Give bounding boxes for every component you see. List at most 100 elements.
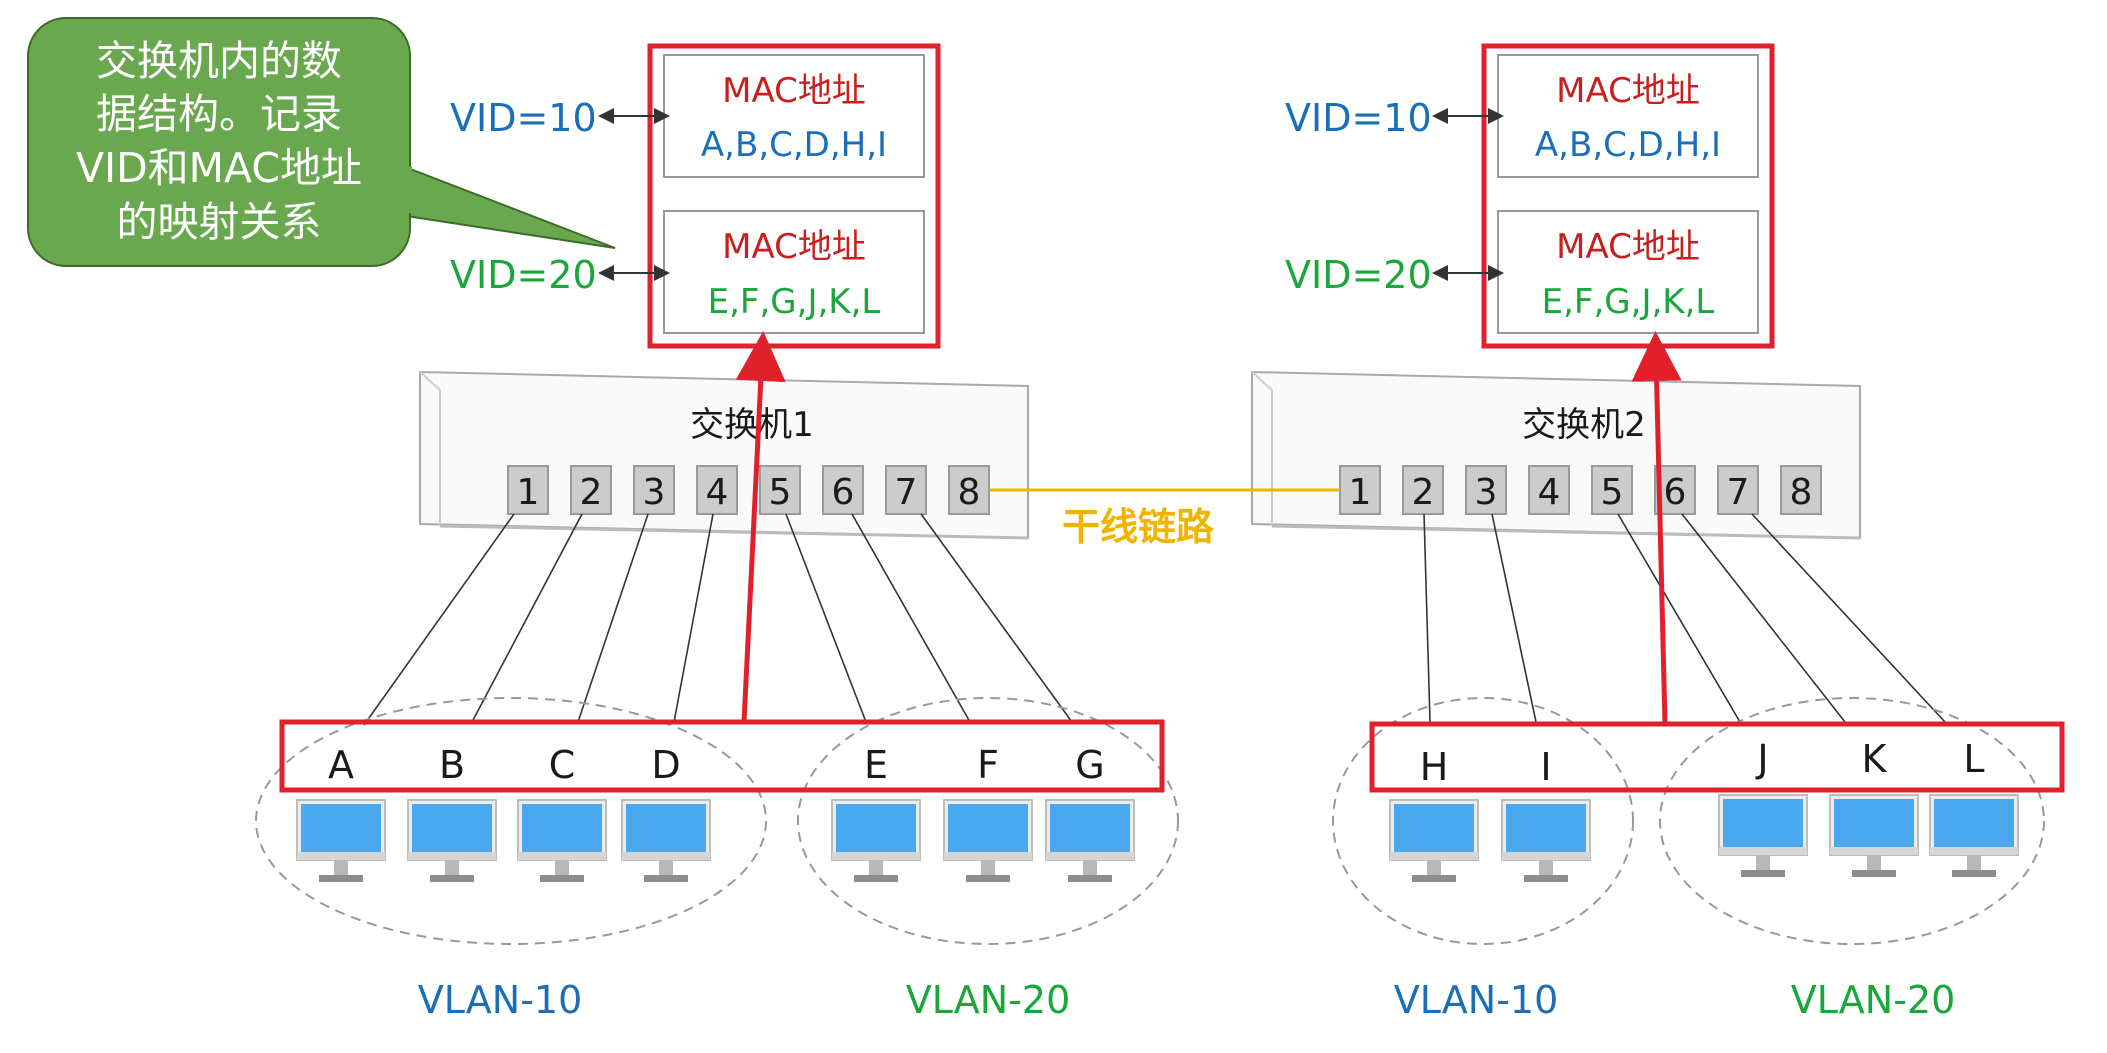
monitor-icon-h xyxy=(1389,799,1479,882)
monitor-icon-l xyxy=(1929,794,2019,877)
callout-line-2: 据结构。记录 xyxy=(96,90,342,138)
svg-text:8: 8 xyxy=(958,472,981,513)
svg-text:3: 3 xyxy=(1475,472,1498,513)
vid-label-2-1: VID=10 xyxy=(1285,96,1432,140)
svg-text:1: 1 xyxy=(1349,472,1372,513)
mac-header-1-2: MAC地址 xyxy=(722,227,866,267)
monitor-icon-b xyxy=(407,799,497,882)
switch-2-name: 交换机2 xyxy=(1522,405,1646,445)
host-label-d: D xyxy=(651,743,680,787)
switch-1-port-6: 6 xyxy=(822,465,864,515)
switch-2-port-7: 7 xyxy=(1717,465,1759,515)
switch-1-port-7: 7 xyxy=(885,465,927,515)
host-label-j: J xyxy=(1755,737,1768,781)
vlan-20-group-left xyxy=(797,697,1179,945)
switch-2-port-3: 3 xyxy=(1465,465,1507,515)
svg-text:2: 2 xyxy=(580,472,603,513)
trunk-label: 干线链路 xyxy=(1062,505,1215,549)
vlan-label-4: VLAN-20 xyxy=(1791,978,1956,1022)
mac-table-1: MAC地址 A,B,C,D,H,I MAC地址 E,F,G,J,K,L VID=… xyxy=(450,43,941,349)
host-labels: A B C D E F G H I J K L xyxy=(328,737,1985,789)
vlan-10-group-left xyxy=(255,697,767,945)
vlan-groups xyxy=(255,697,2045,945)
vlan-labels: VLAN-10 VLAN-20 VLAN-10 VLAN-20 xyxy=(418,978,1956,1022)
host-label-h: H xyxy=(1420,745,1449,789)
monitor-icon-d xyxy=(621,799,711,882)
mac-header-2-1: MAC地址 xyxy=(1556,71,1700,111)
trunk-link: 干线链路 xyxy=(989,488,1340,549)
monitor-icon-a xyxy=(296,799,386,882)
svg-text:1: 1 xyxy=(517,472,540,513)
vid-label-2-2: VID=20 xyxy=(1285,253,1432,297)
vlan-label-2: VLAN-20 xyxy=(906,978,1071,1022)
callout-bubble: 交换机内的数 据结构。记录 VID和MAC地址 的映射关系 xyxy=(27,17,616,267)
svg-text:4: 4 xyxy=(706,472,729,513)
host-label-g: G xyxy=(1075,743,1104,787)
switch-1: 交换机1 1 2 3 4 5 6 7 8 xyxy=(419,370,1029,540)
svg-text:7: 7 xyxy=(1727,472,1750,513)
monitor-icon-j xyxy=(1718,794,1808,877)
host-row-highlight-right xyxy=(1369,721,2065,793)
mac-header-1-1: MAC地址 xyxy=(722,71,866,111)
mac-table-2: MAC地址 A,B,C,D,H,I MAC地址 E,F,G,J,K,L VID=… xyxy=(1285,43,1775,349)
host-label-l: L xyxy=(1963,737,1984,781)
switch-1-port-5: 5 xyxy=(759,465,801,515)
monitor-icon-g xyxy=(1045,799,1135,882)
svg-text:6: 6 xyxy=(1664,472,1687,513)
svg-text:3: 3 xyxy=(643,472,666,513)
learn-arrow-1 xyxy=(735,331,786,723)
svg-text:2: 2 xyxy=(1412,472,1435,513)
vlan-20-group-right xyxy=(1659,697,2045,945)
callout-line-3: VID和MAC地址 xyxy=(76,144,362,192)
host-row-highlight-left xyxy=(279,719,1165,793)
switch-1-port-3: 3 xyxy=(633,465,675,515)
monitor-icon-f xyxy=(943,799,1033,882)
switch-1-ports: 1 2 3 4 5 6 7 8 xyxy=(507,465,990,515)
vlan-label-1: VLAN-10 xyxy=(418,978,583,1022)
switch-2: 交换机2 1 2 3 4 5 6 7 8 xyxy=(1251,370,1861,540)
svg-text:5: 5 xyxy=(769,472,792,513)
cables-switch-1 xyxy=(363,513,1073,726)
switch-2-port-4: 4 xyxy=(1528,465,1570,515)
host-label-c: C xyxy=(549,743,576,787)
host-label-e: E xyxy=(864,743,888,787)
learn-arrow-2 xyxy=(1631,331,1682,725)
mac-list-2-2: E,F,G,J,K,L xyxy=(1542,282,1715,322)
monitor-icon-c xyxy=(517,799,607,882)
mac-header-2-2: MAC地址 xyxy=(1556,227,1700,267)
host-label-k: K xyxy=(1862,737,1888,781)
monitor-icon-k xyxy=(1829,794,1919,877)
switch-1-port-2: 2 xyxy=(570,465,612,515)
vid-label-1-2: VID=20 xyxy=(450,253,597,297)
callout-line-4: 的映射关系 xyxy=(117,198,322,246)
svg-text:4: 4 xyxy=(1538,472,1561,513)
switch-1-port-4: 4 xyxy=(696,465,738,515)
host-monitors xyxy=(296,794,2019,882)
switch-2-port-5: 5 xyxy=(1591,465,1633,515)
svg-text:8: 8 xyxy=(1790,472,1813,513)
switch-2-port-8: 8 xyxy=(1780,465,1822,515)
vid-label-1-1: VID=10 xyxy=(450,96,597,140)
mac-list-1-2: E,F,G,J,K,L xyxy=(708,282,881,322)
callout-line-1: 交换机内的数 xyxy=(96,37,342,85)
mac-list-1-1: A,B,C,D,H,I xyxy=(701,125,887,165)
switch-2-port-2: 2 xyxy=(1402,465,1444,515)
host-label-i: I xyxy=(1540,745,1551,789)
host-label-a: A xyxy=(328,743,354,787)
monitor-icon-e xyxy=(831,799,921,882)
svg-text:6: 6 xyxy=(832,472,855,513)
host-label-f: F xyxy=(977,743,999,787)
vlan-label-3: VLAN-10 xyxy=(1394,978,1559,1022)
svg-text:7: 7 xyxy=(895,472,918,513)
svg-text:5: 5 xyxy=(1601,472,1624,513)
switch-2-port-1: 1 xyxy=(1339,465,1381,515)
host-label-b: B xyxy=(439,743,465,787)
switch-1-name: 交换机1 xyxy=(690,405,814,445)
monitor-icon-i xyxy=(1501,799,1591,882)
switch-2-ports: 1 2 3 4 5 6 7 8 xyxy=(1339,465,1822,515)
switch-1-port-8: 8 xyxy=(948,465,990,515)
switch-1-port-1: 1 xyxy=(507,465,549,515)
cables-switch-2 xyxy=(1423,513,1946,723)
